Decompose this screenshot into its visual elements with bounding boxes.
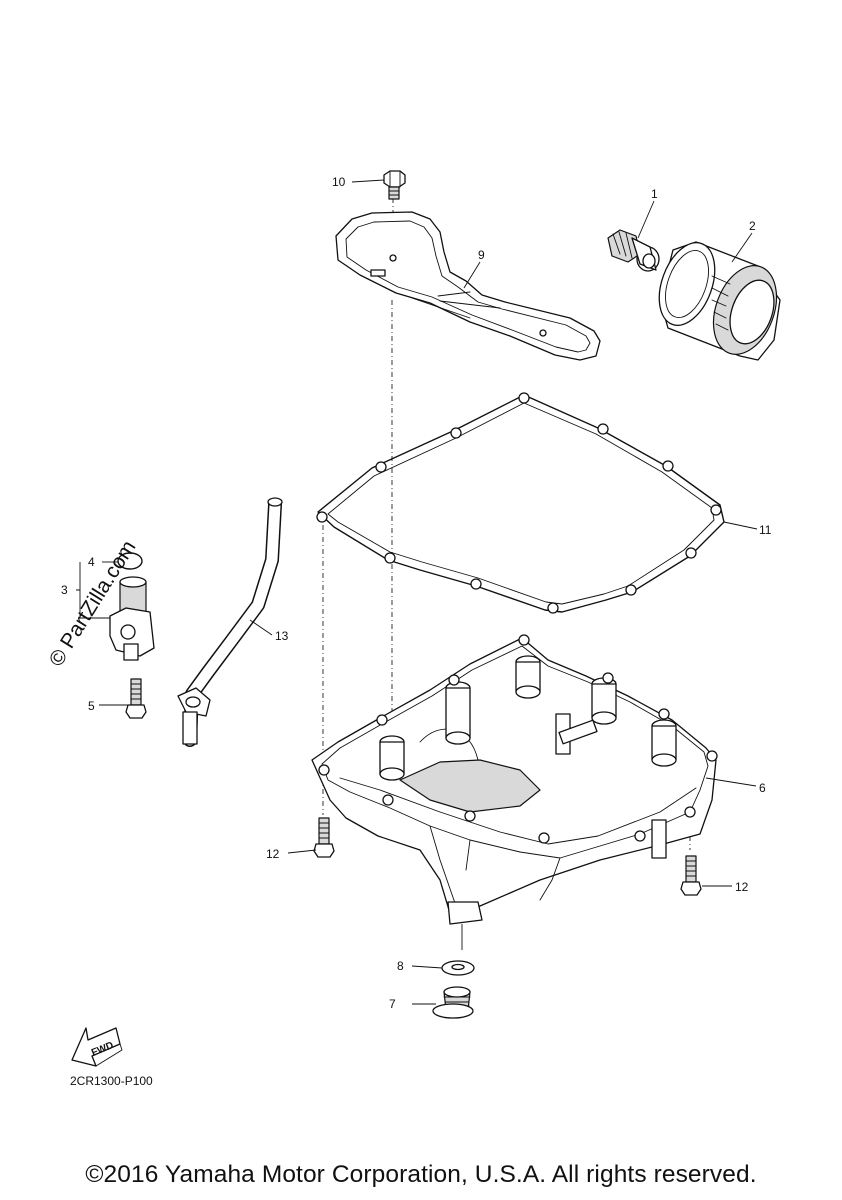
callout-5: 5	[88, 699, 95, 713]
callout-8: 8	[397, 959, 404, 973]
oil-pipe-13	[177, 497, 283, 747]
leader-lines	[76, 179, 758, 1005]
callout-labels: 10 1 2 9 11 4 3 13 5 6 12 12 8 7	[61, 175, 772, 1011]
oil-pan-6	[311, 634, 718, 925]
callout-12-right: 12	[735, 880, 749, 894]
callout-4: 4	[88, 555, 95, 569]
callout-13: 13	[275, 629, 289, 643]
callout-9: 9	[478, 248, 485, 262]
oil-filter-union-bolt-1	[607, 229, 660, 272]
forward-direction-arrow: FWD	[71, 1027, 123, 1067]
drain-bolt-7	[432, 986, 474, 1019]
callout-7: 7	[389, 997, 396, 1011]
callout-3: 3	[61, 583, 68, 597]
callout-1: 1	[651, 187, 658, 201]
callout-12-left: 12	[266, 847, 280, 861]
oil-filter-2	[658, 241, 781, 361]
copyright-footer: ©2016 Yamaha Motor Corporation, U.S.A. A…	[85, 1161, 757, 1188]
gasket-8	[441, 960, 475, 976]
baffle-plate-9	[335, 211, 601, 361]
bolt-12-right	[680, 855, 702, 896]
callout-2: 2	[749, 219, 756, 233]
oil-pan-gasket-11	[316, 392, 725, 614]
diagram-code: 2CR1300-P100	[70, 1074, 153, 1088]
oil-level-switch-3	[109, 552, 155, 661]
bolt-12-left	[313, 817, 335, 858]
bolt-10	[383, 170, 406, 200]
callout-11: 11	[759, 523, 772, 537]
callout-6: 6	[759, 781, 766, 795]
bolt-5	[125, 678, 147, 719]
callout-10: 10	[332, 175, 346, 189]
